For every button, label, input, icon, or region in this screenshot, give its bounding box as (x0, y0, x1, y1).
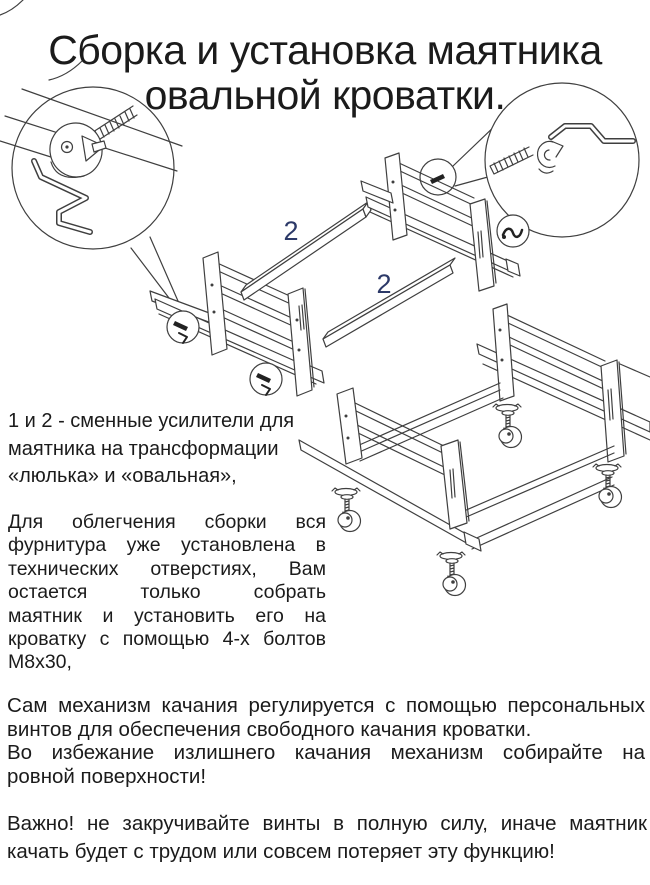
text-line: «люлька» и «овальная», (8, 465, 237, 487)
screw-detail-circle-3 (419, 158, 457, 196)
key-detail-circle (496, 214, 530, 248)
base-long-rails (356, 382, 615, 550)
text-line: фурнитура уже установлена в (8, 534, 326, 557)
hex-key-icon-right (548, 123, 636, 144)
spare-rail-top (240, 201, 372, 301)
text-line: М8х30, (8, 651, 72, 674)
cropped-circle-fragment (0, 0, 83, 81)
text-line: Во избежание излишнего качания механизм … (7, 741, 645, 764)
base-end-frame-front (298, 387, 482, 552)
cam-lock-icon-right (536, 140, 564, 174)
page-title: Сборка и установка маятника овальной кро… (0, 28, 650, 118)
detail-circle-left (0, 86, 183, 302)
rail-label-top: 2 (283, 216, 298, 246)
end-frame-right (360, 121, 521, 292)
screw-detail-circle-2 (249, 362, 283, 396)
text-line: Для облегчения сборки вся (8, 511, 326, 533)
paragraph-mechanism-note: Сам механизм качания регулируется с помо… (7, 694, 645, 788)
screw-detail-circle-1 (166, 310, 200, 344)
end-frame-left (149, 251, 325, 397)
page-title-line1: Сборка и установка маятника (48, 27, 602, 74)
assembled-base (298, 303, 650, 597)
base-end-frame-back (476, 303, 650, 463)
text-line: технических отверстиях, Вам (8, 557, 326, 580)
text-line: 1 и 2 - сменные усилители для (8, 410, 295, 432)
text-line: Сам механизм качания регулируется с помо… (7, 694, 645, 717)
text-line: качать будет с трудом или совсем потеряе… (7, 840, 555, 863)
hex-key-icon (31, 158, 93, 235)
rail-label-bottom: 2 (376, 269, 391, 299)
text-line: маятника на трансформации (8, 437, 279, 460)
text-line: маятник и установить его на (8, 604, 326, 627)
cam-lock-icon (49, 122, 107, 178)
paragraph-parts-note: 1 и 2 - сменные усилители для маятника на… (8, 408, 320, 491)
bolt-icon-right (489, 146, 534, 175)
text-line: Важно! не закручивайте винты в полную си… (7, 812, 647, 835)
leader-lines-left (130, 236, 179, 302)
text-line: остается только собрать (8, 581, 326, 604)
text-line: винтов для обеспечения свободного качани… (7, 717, 532, 741)
spare-rail-bottom (322, 257, 456, 348)
paragraph-warning: Важно! не закручивайте винты в полную си… (7, 810, 647, 866)
page-title-line2: овальной кроватки. (144, 72, 506, 119)
text-line: ровной поверхности! (7, 764, 207, 788)
assembly-diagram: 2 2 (0, 0, 650, 597)
text-line: кроватку с помощью 4-х болтов (8, 628, 326, 651)
detail-circle-right (484, 82, 640, 238)
